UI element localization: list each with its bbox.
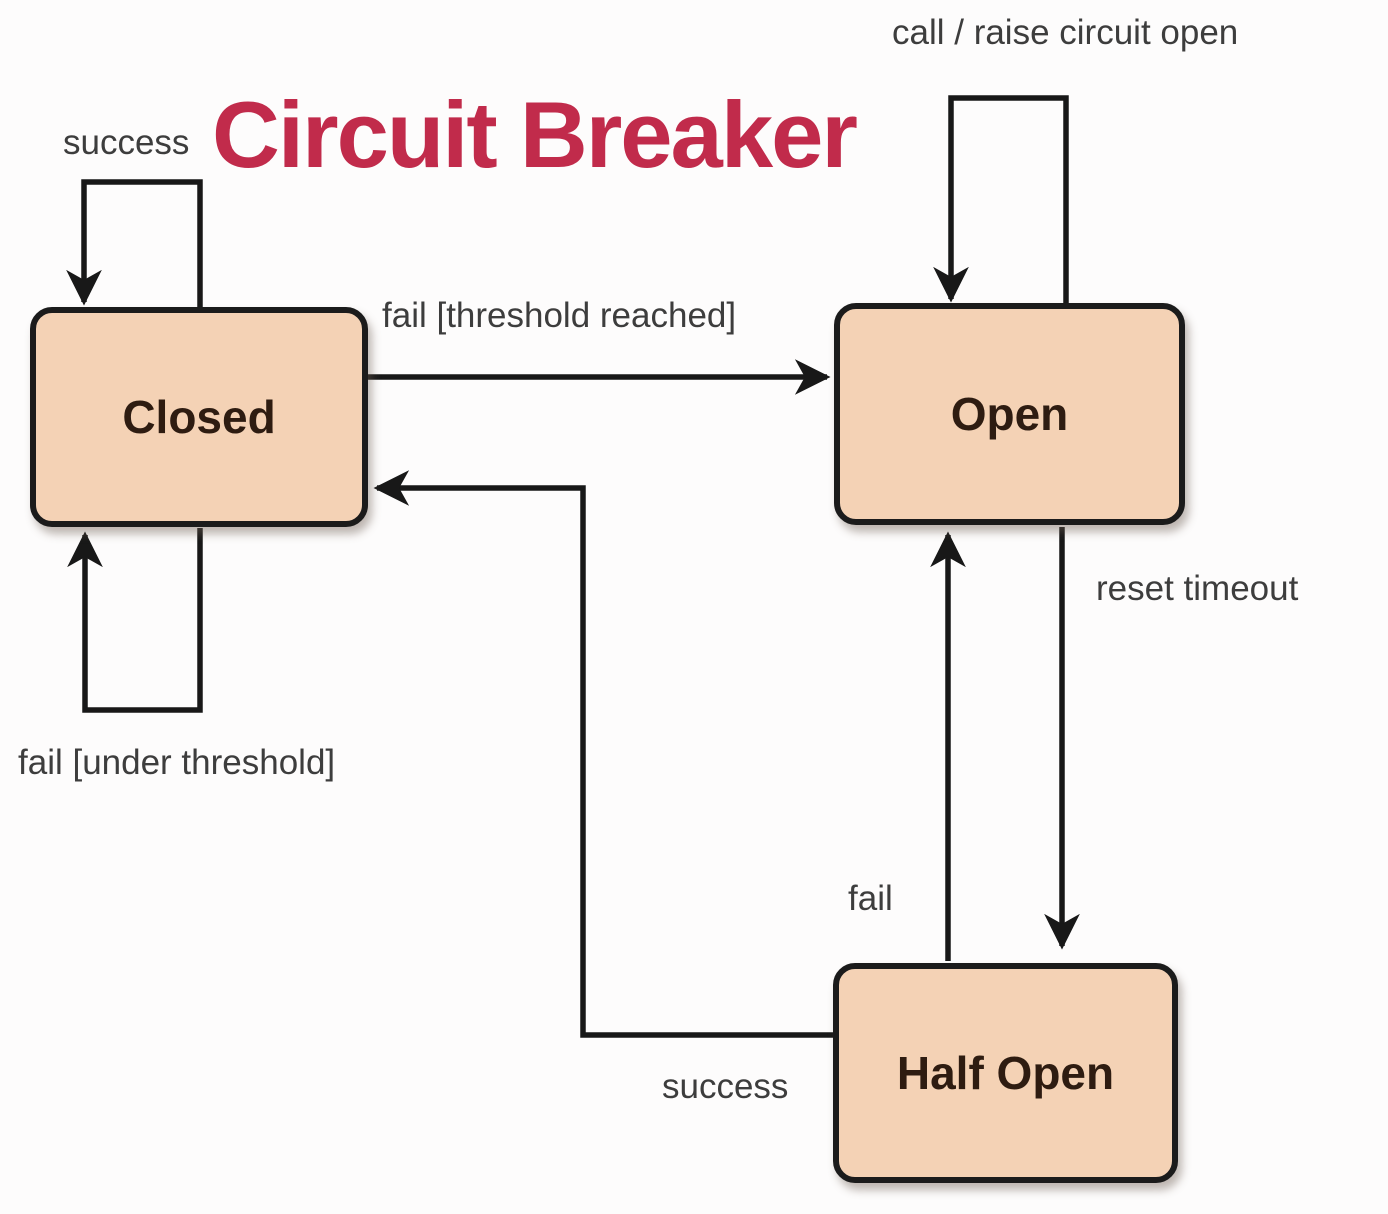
transition-label-closed-to-open: fail [threshold reached]	[382, 296, 737, 335]
arrow-closed-success-self-loop	[66, 179, 203, 309]
state-half-open: Half Open	[833, 963, 1178, 1183]
transition-label-half-open-to-closed: success	[662, 1067, 789, 1106]
transition-label-half-open-to-open: fail	[848, 879, 893, 918]
transition-label-closed-fail-under-threshold: fail [under threshold]	[18, 743, 336, 782]
arrow-open-call-raise-self-loop	[933, 95, 1069, 305]
state-open-label: Open	[950, 388, 1069, 440]
arrow-closed-fail-under-threshold-self-loop	[67, 528, 203, 713]
transition-label-closed-success: success	[63, 123, 190, 162]
transition-label-open-call-raise: call / raise circuit open	[892, 13, 1239, 52]
arrow-half-open-to-closed	[373, 470, 835, 1038]
state-closed-label: Closed	[122, 391, 276, 443]
transition-label-open-to-half-open: reset timeout	[1096, 569, 1299, 608]
page-title: Circuit Breaker	[212, 82, 858, 187]
state-closed: Closed	[30, 307, 368, 527]
state-open: Open	[834, 303, 1185, 525]
state-half-open-label: Half Open	[896, 1047, 1115, 1099]
